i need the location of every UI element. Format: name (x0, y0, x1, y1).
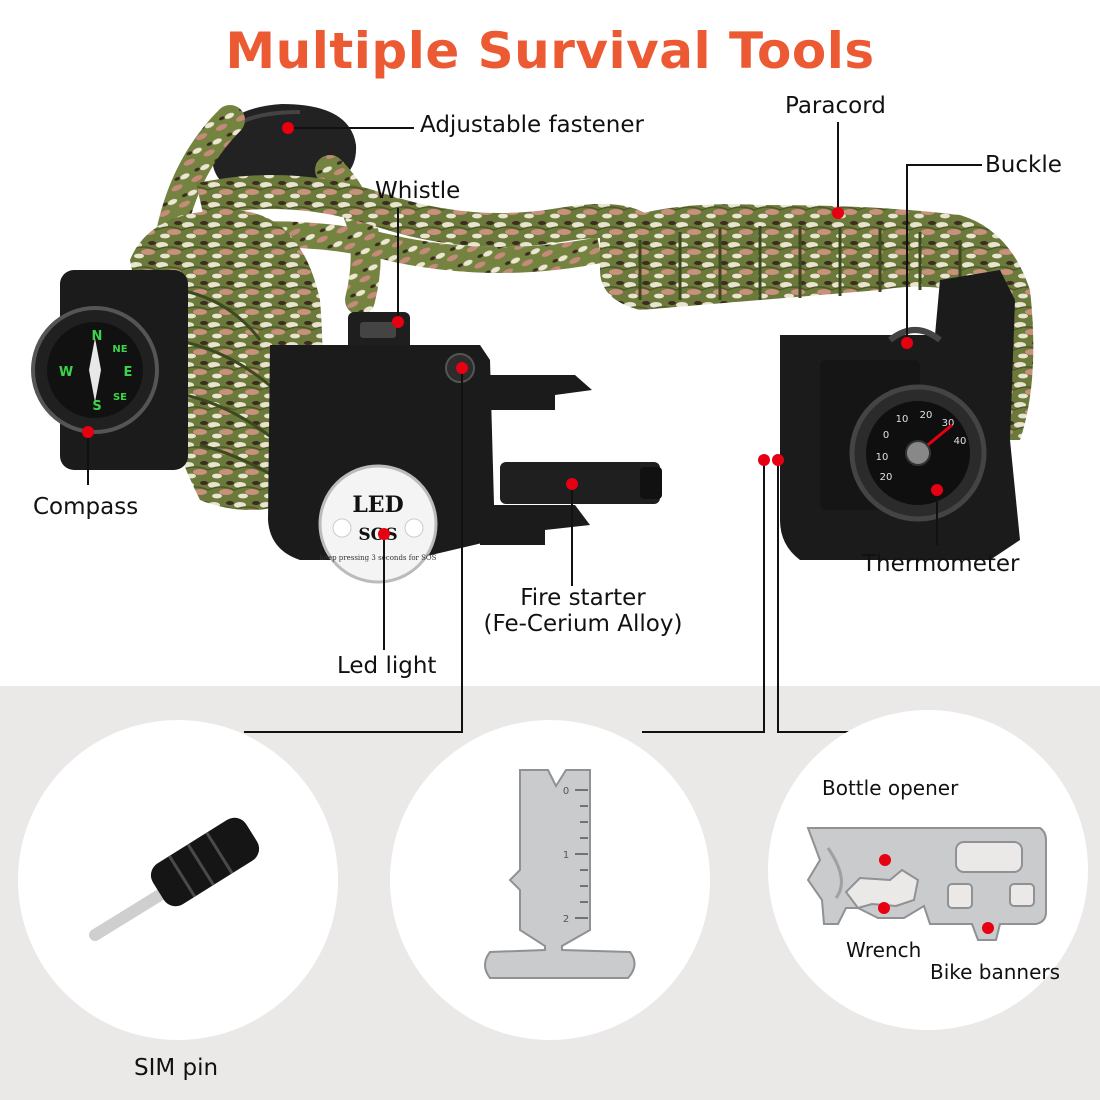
ruler-mark-0: 0 (563, 786, 569, 797)
ruler-mark-1: 1 (563, 850, 569, 861)
thermometer-mark-1: 10 (896, 414, 909, 425)
label-compass: Compass (33, 494, 139, 520)
label-buckle: Buckle (985, 152, 1062, 178)
led-badge-note: keep pressing 3 seconds for SOS (320, 554, 437, 562)
page-title: Multiple Survival Tools (225, 22, 875, 80)
label-thermometer: Thermometer (862, 551, 1020, 577)
sim-pin-icon (89, 817, 260, 941)
thermometer-mark-4: 40 (954, 436, 967, 447)
compass-icon: N E S W NE SE (31, 270, 188, 470)
label-bike-banners: Bike banners (930, 960, 1061, 984)
red-markers (82, 122, 994, 934)
thermometer-mark-5: 0 (883, 430, 889, 441)
thermometer-mark-3: 30 (942, 418, 955, 429)
wrench-card-icon (806, 827, 1047, 941)
leader-lines (87, 122, 989, 958)
thermometer-mark-6: 10 (876, 452, 889, 463)
thermometer-mark-7: 20 (880, 472, 893, 483)
label-wrench: Wrench (846, 938, 922, 962)
compass-letter-n: N (92, 329, 103, 344)
label-fire-starter: Fire starter (520, 585, 646, 611)
compass-letter-e: E (124, 365, 133, 380)
compass-letter-ne: NE (112, 344, 127, 355)
thermometer-mark-2: 20 (920, 410, 933, 421)
label-paracord: Paracord (785, 93, 886, 119)
label-fire-starter-material: (Fe-Cerium Alloy) (483, 611, 683, 637)
label-sim-pin: SIM pin (134, 1055, 219, 1081)
led-badge-title: LED (352, 492, 403, 518)
label-whistle: Whistle (375, 178, 461, 204)
ruler-mark-2: 2 (563, 914, 569, 925)
led-light-icon: LED SOS keep pressing 3 seconds for SOS (318, 464, 438, 584)
label-led-light: Led light (337, 653, 437, 679)
label-bottle-opener: Bottle opener (822, 776, 959, 800)
compass-letter-s: S (92, 399, 101, 414)
ruler-card-icon: 0 1 2 (484, 769, 636, 979)
thermometer-icon: 10 20 30 40 0 10 20 (849, 384, 987, 522)
fire-starter-icon (500, 462, 662, 504)
compass-letter-w: W (59, 365, 73, 380)
label-adjustable-fastener: Adjustable fastener (420, 112, 644, 138)
compass-letter-se: SE (113, 392, 127, 403)
